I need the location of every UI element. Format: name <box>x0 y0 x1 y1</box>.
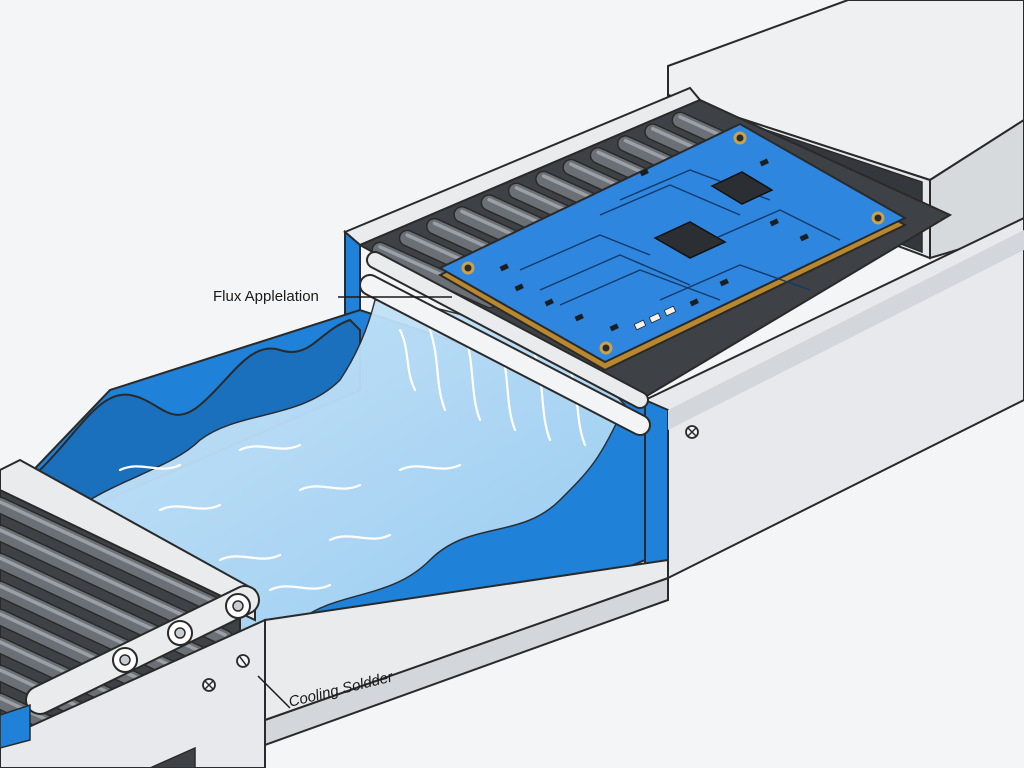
screw-icon <box>685 425 699 439</box>
leader-lines <box>257 296 452 709</box>
roller <box>0 554 232 673</box>
screw-icon <box>236 654 250 668</box>
roller <box>0 500 227 609</box>
pcb-board <box>437 122 908 372</box>
flux-nozzle-bar <box>359 251 651 436</box>
screw-icon <box>202 678 216 692</box>
entry-conveyor <box>0 458 669 768</box>
flux-application-label: Flux Applelation <box>213 288 319 305</box>
roller <box>0 498 232 617</box>
roller <box>0 556 227 665</box>
